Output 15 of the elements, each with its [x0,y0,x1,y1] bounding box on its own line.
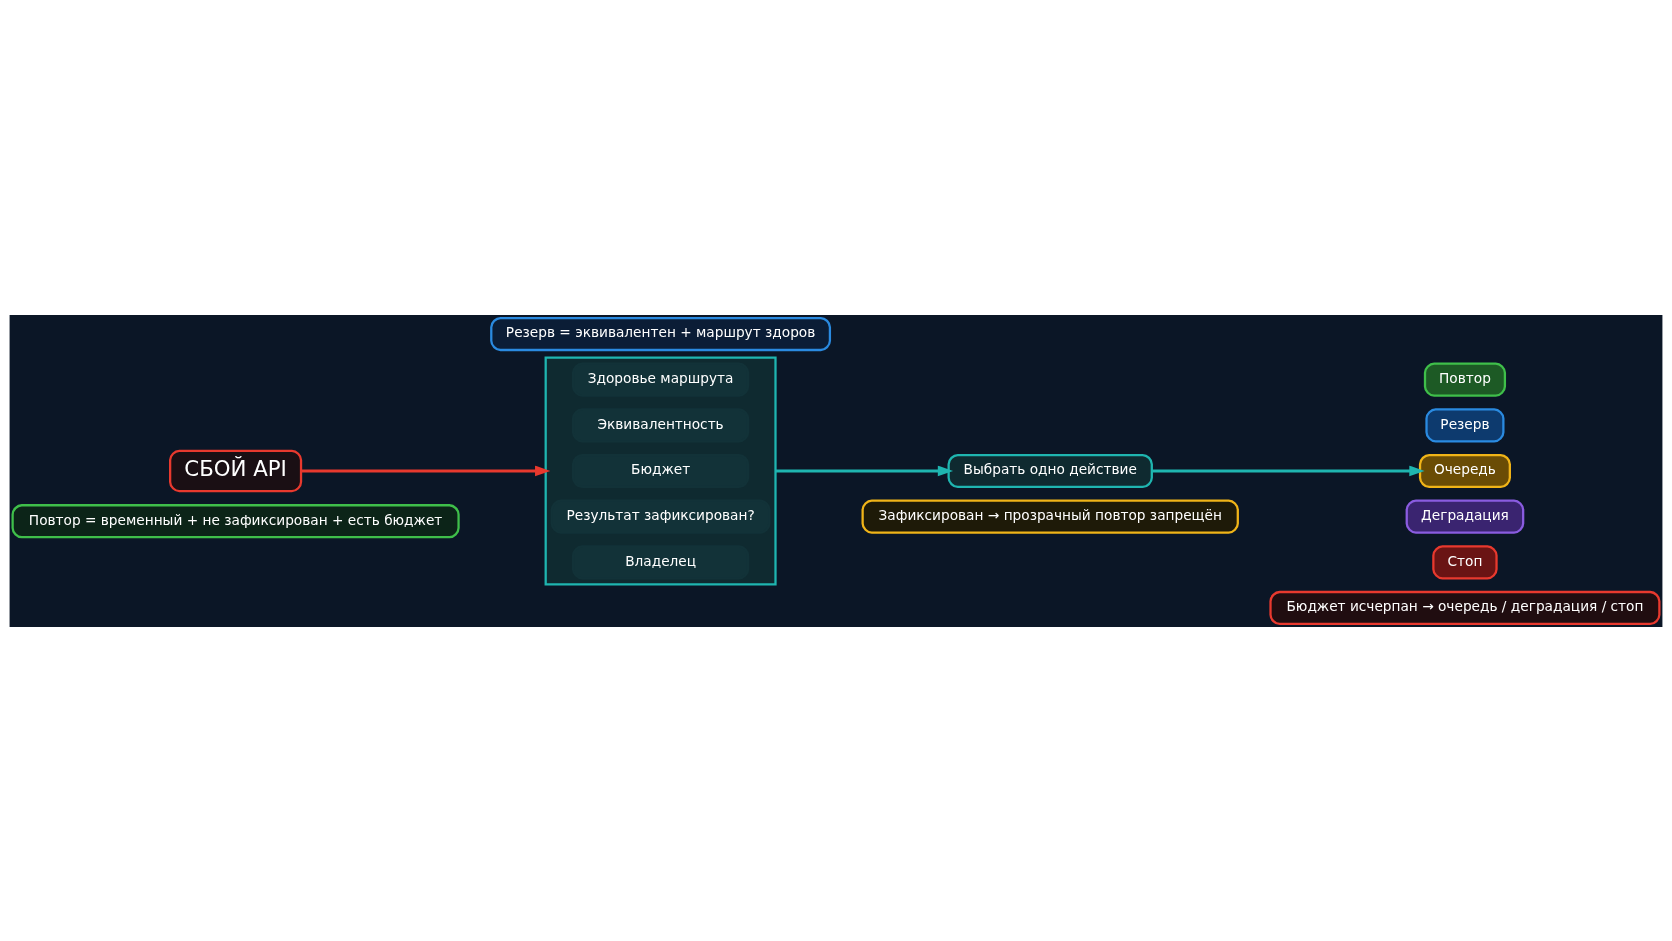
node-box: Зафиксирован → прозрачный повтор запрещён [861,499,1239,534]
node-box: СБОЙ API [169,449,303,492]
arrow [301,465,551,476]
node-box: Очередь [1418,453,1511,488]
node-box: Деградация [1405,499,1525,534]
node-box: Стоп [1432,544,1498,579]
cluster [544,355,777,586]
node-box: Резерв [1425,407,1505,442]
arrow [775,465,954,476]
node-box: Бюджет исчерпан → очередь / деградация / стоп [1269,590,1661,625]
arrow [1152,465,1425,476]
node-box: Повтор = временный + не зафиксирован + есть бюджет [11,503,460,538]
node-box: Повтор [1423,362,1507,397]
node-box: Резерв = эквивалентен + маршрут здоров [490,316,832,351]
node-box: Выбрать одно действие [947,453,1153,488]
